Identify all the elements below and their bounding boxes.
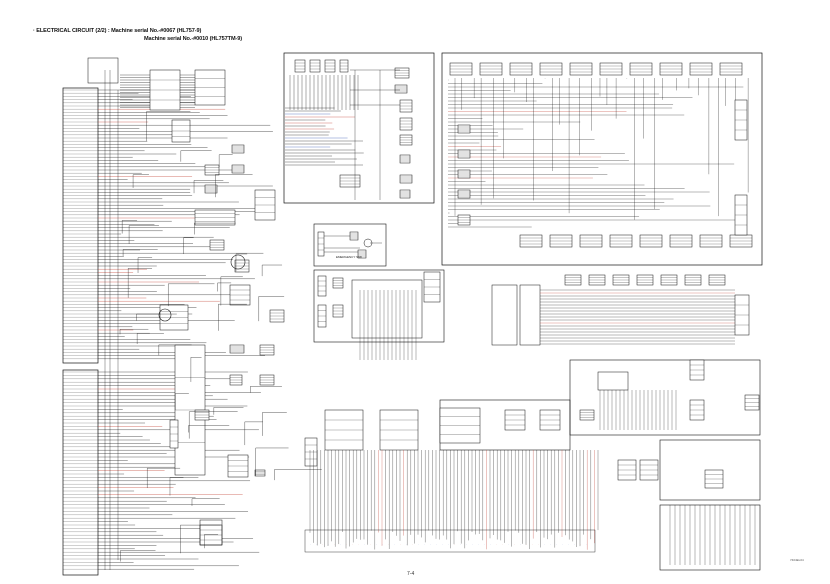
wire-code: · bbox=[340, 543, 341, 546]
wire-code: · bbox=[544, 543, 545, 546]
wire-code: · bbox=[550, 543, 551, 546]
diagram-title: · ELECTRICAL CIRCUIT (2/2) : Machine ser… bbox=[33, 27, 242, 43]
wire-code: · bbox=[538, 543, 539, 546]
wire-code: · bbox=[310, 543, 311, 546]
wire-code: · bbox=[364, 543, 365, 546]
wire-code: · bbox=[328, 543, 329, 546]
wire-code: · bbox=[478, 543, 479, 546]
connector-column bbox=[62, 87, 99, 364]
motor-icon bbox=[158, 308, 172, 322]
connector-column bbox=[62, 369, 99, 576]
wire-code: · bbox=[442, 543, 443, 546]
wire-code: · bbox=[346, 543, 347, 546]
wire-code: · bbox=[406, 543, 407, 546]
panel-frame bbox=[283, 52, 435, 204]
document-code: 7404EL04 bbox=[790, 558, 804, 562]
wire-code: · bbox=[502, 543, 503, 546]
wire-code: · bbox=[484, 543, 485, 546]
connector bbox=[87, 57, 119, 84]
wire-code: · bbox=[580, 543, 581, 546]
wire-code: · bbox=[376, 543, 377, 546]
wire-code: · bbox=[448, 543, 449, 546]
wire-code: · bbox=[382, 543, 383, 546]
wire-code: · bbox=[556, 543, 557, 546]
wire-code: · bbox=[430, 543, 431, 546]
wire-code: · bbox=[334, 543, 335, 546]
wire-code: · bbox=[412, 543, 413, 546]
page-number: 7-4 bbox=[407, 571, 415, 577]
wire-code: · bbox=[562, 543, 563, 546]
wire-code: · bbox=[316, 543, 317, 546]
emergency-switch-label: EMERGENCY S/W bbox=[336, 255, 362, 259]
terminal-strip bbox=[304, 529, 596, 553]
connector bbox=[491, 284, 518, 346]
connector bbox=[519, 284, 541, 346]
wire-code: · bbox=[586, 543, 587, 546]
motor-icon bbox=[230, 254, 246, 270]
wire-code: · bbox=[370, 543, 371, 546]
wire-code: · bbox=[358, 543, 359, 546]
wire-code: · bbox=[496, 543, 497, 546]
panel-frame bbox=[313, 269, 445, 343]
wire-code: · bbox=[574, 543, 575, 546]
panel-frame bbox=[569, 359, 761, 436]
wire-code: · bbox=[322, 543, 323, 546]
title-line-1: · ELECTRICAL CIRCUIT (2/2) : Machine ser… bbox=[33, 28, 202, 34]
wire-code: · bbox=[568, 543, 569, 546]
wire-code: · bbox=[454, 543, 455, 546]
wire-code: · bbox=[466, 543, 467, 546]
wire-code: · bbox=[394, 543, 395, 546]
wire-code: · bbox=[472, 543, 473, 546]
panel-frame bbox=[659, 439, 761, 501]
wire-code: · bbox=[418, 543, 419, 546]
wire-code: · bbox=[520, 543, 521, 546]
wire-code: · bbox=[400, 543, 401, 546]
controller-box bbox=[351, 279, 423, 339]
connector bbox=[199, 519, 223, 546]
wire-code: · bbox=[388, 543, 389, 546]
wire-code: · bbox=[424, 543, 425, 546]
wire-code: · bbox=[352, 543, 353, 546]
wire-code: · bbox=[460, 543, 461, 546]
wire-code: · bbox=[532, 543, 533, 546]
title-line-2: Machine serial No.-#0010 (HL757TM-9) bbox=[144, 36, 243, 42]
wire-code: · bbox=[436, 543, 437, 546]
wire-code: · bbox=[526, 543, 527, 546]
emergency-switch-box bbox=[313, 223, 387, 267]
panel-frame bbox=[441, 52, 763, 266]
wire-code: · bbox=[490, 543, 491, 546]
connector bbox=[597, 371, 629, 391]
wire-code: · bbox=[508, 543, 509, 546]
wire-code: · bbox=[514, 543, 515, 546]
